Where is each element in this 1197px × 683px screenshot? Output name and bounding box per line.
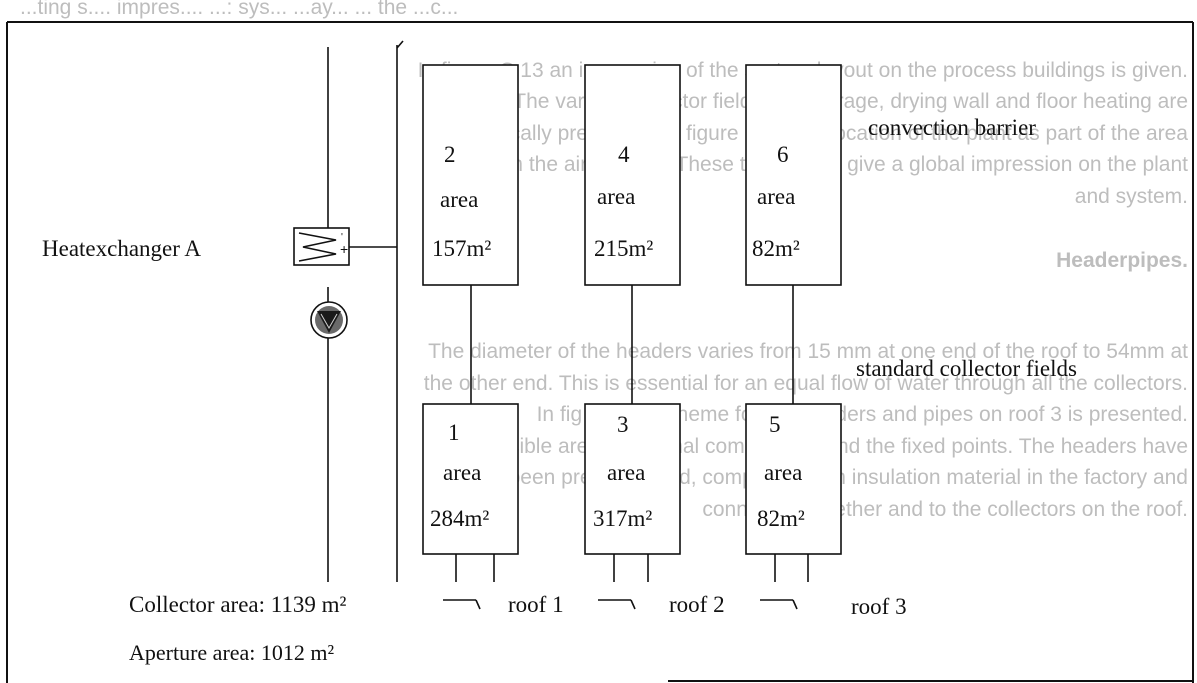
- collector-field-5: 5 area 82m²: [745, 403, 842, 555]
- collector-field-4: 4 area 215m²: [584, 64, 681, 286]
- field-area-value: 82m²: [752, 236, 800, 261]
- heatexchanger-label: Heatexchanger A: [42, 236, 201, 261]
- field-number: 1: [448, 420, 460, 445]
- field-area-value: 215m²: [594, 236, 653, 261]
- collector-area-label: Collector area: 1139 m²: [129, 592, 347, 617]
- diagram-frame: [6, 21, 1194, 683]
- field-number: 4: [618, 142, 630, 167]
- pump-icon: [310, 301, 348, 339]
- background-line: In fig C.15 a scheme for the headers and…: [537, 403, 1188, 426]
- field-area-value: 82m²: [757, 506, 805, 531]
- field-number: 5: [769, 412, 781, 437]
- svg-text:': ': [341, 232, 343, 243]
- collector-field-1: 1 area 284m²: [422, 403, 519, 555]
- background-line: The various collector fields, the storag…: [513, 90, 1188, 113]
- field-area-label: area: [764, 460, 802, 485]
- field-number: 2: [444, 142, 456, 167]
- standard-collector-fields-label: standard collector fields: [856, 356, 1077, 381]
- background-heading: Headerpipes.: [1056, 249, 1188, 272]
- field-number: 6: [777, 142, 789, 167]
- background-top-fragment: ...ting s.... impres.... ...: sys... ...…: [20, 0, 458, 19]
- convection-barrier-label: convection barrier: [868, 115, 1036, 140]
- svg-text:+: +: [340, 241, 348, 257]
- field-area-label: area: [607, 460, 645, 485]
- field-area-label: area: [597, 184, 635, 209]
- collector-field-2: 2 area 157m²: [422, 64, 519, 286]
- field-area-value: 157m²: [432, 236, 491, 261]
- field-area-label: area: [440, 187, 478, 212]
- roof-arrows: [443, 599, 798, 610]
- roof-label: roof 3: [851, 594, 907, 619]
- field-area-value: 317m²: [593, 506, 652, 531]
- background-line: the other end. This is essential for an …: [424, 372, 1188, 395]
- background-line: The diameter of the headers varies from …: [428, 340, 1188, 363]
- background-line: and system.: [1075, 185, 1188, 208]
- heatexchanger-a-icon: + ': [293, 227, 350, 266]
- collector-field-3: 3 area 317m²: [584, 403, 681, 555]
- aperture-area-label: Aperture area: 1012 m²: [129, 640, 335, 665]
- roof-label: roof 2: [669, 592, 725, 617]
- field-number: 3: [617, 412, 629, 437]
- piping: [315, 40, 809, 582]
- field-area-value: 284m²: [430, 506, 489, 531]
- collector-field-6: 6 area 82m²: [745, 64, 842, 286]
- field-area-label: area: [757, 184, 795, 209]
- roof-label: roof 1: [508, 592, 564, 617]
- field-area-label: area: [443, 460, 481, 485]
